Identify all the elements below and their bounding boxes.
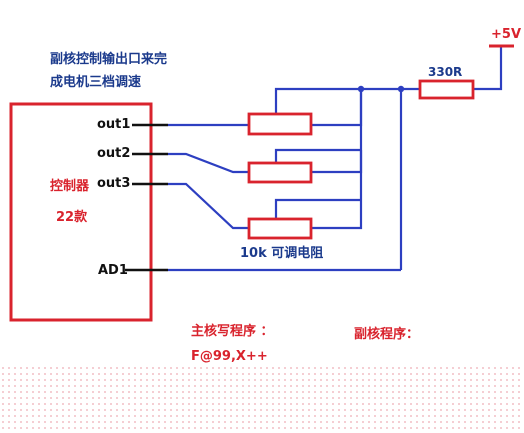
- potentiometer-1: [247, 112, 313, 136]
- junction-dot: [397, 85, 405, 93]
- pin-ad1-label: AD1: [98, 263, 128, 278]
- power-label: +5V: [491, 27, 521, 42]
- controller-name: 控制器: [50, 179, 90, 194]
- resistor-330r: [418, 79, 475, 100]
- main-program-code: F@99,X++: [191, 349, 268, 364]
- dotted-background: [0, 365, 524, 433]
- potentiometer-label: 10k 可调电阻: [240, 246, 324, 261]
- controller-box: [9, 102, 153, 322]
- resistor-label: 330R: [428, 65, 463, 79]
- potentiometer-3: [247, 217, 313, 240]
- controller-model: 22款: [56, 210, 88, 225]
- caption-line-1: 副核控制输出口来完: [50, 52, 168, 67]
- pin-out3-label: out3: [97, 176, 131, 191]
- main-program-title: 主核写程序 ：: [191, 324, 274, 339]
- caption-line-2: 成电机三档调速: [50, 75, 142, 90]
- pin-out1-label: out1: [97, 117, 131, 132]
- pin-stubs: [125, 123, 168, 272]
- sub-program-title: 副核程序：: [354, 327, 420, 342]
- potentiometer-2: [247, 161, 313, 184]
- junction-dot: [357, 85, 365, 93]
- pin-out2-label: out2: [97, 146, 131, 161]
